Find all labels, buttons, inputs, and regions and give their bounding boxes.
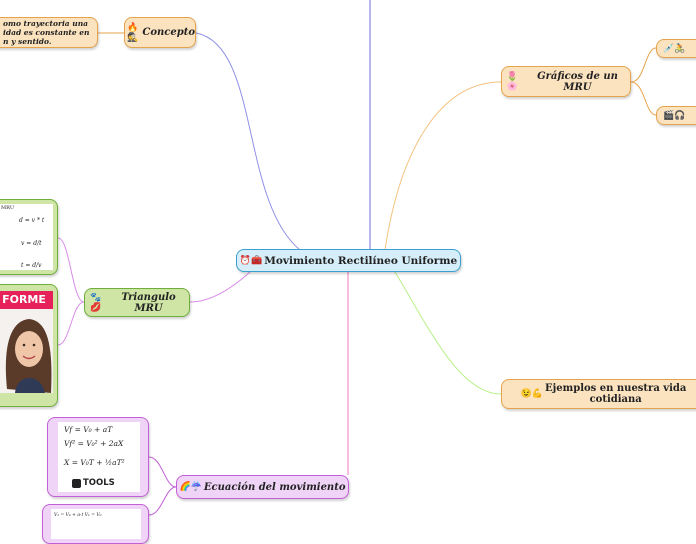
- triangulo-image-formulas[interactable]: MRU d = v * t v = d/t t = d/v: [0, 199, 58, 275]
- graficos-node[interactable]: 🌷🌸 Gráficos de un MRU: [501, 66, 631, 97]
- alarm-clock-icon: ⏰🧰: [239, 255, 263, 266]
- connector-lines: [57, 0, 657, 516]
- triangulo-image-teacher[interactable]: FORME a: [0, 284, 58, 407]
- graficos-label: Gráficos de un MRU: [537, 70, 618, 93]
- teacher-portrait-icon: [0, 309, 53, 393]
- central-topic[interactable]: ⏰🧰 Movimiento Rectilíneo Uniforme: [236, 249, 461, 272]
- central-topic-label: Movimiento Rectilíneo Uniforme: [264, 254, 458, 267]
- concepto-node[interactable]: 🔥🕵 Concepto: [124, 17, 196, 48]
- ecuacion-label: Ecuación del movimiento: [203, 481, 346, 493]
- syringe-bike-icon: 💉🚴: [663, 43, 686, 54]
- ecuacion-node[interactable]: 🌈☔ Ecuación del movimiento: [176, 475, 349, 499]
- ejemplos-label: Ejemplos en nuestra vida cotidiana: [545, 383, 687, 405]
- paws-lips-icon: 🐾💋: [89, 292, 102, 313]
- formula-card: MRU d = v * t v = d/t t = d/v: [0, 204, 53, 270]
- equation-card-2: V₁ = V₀ + a·t V₁ = V₀: [51, 509, 141, 539]
- triangulo-label: Triangulo MRU: [121, 291, 176, 314]
- clapper-headphones-icon: 🎬🎧: [663, 110, 686, 121]
- concepto-label: Concepto: [142, 27, 195, 38]
- concept-note[interactable]: omo trayectoria una idad es constante en…: [0, 17, 98, 48]
- equation-card: Vf = V₀ + aT Vf² = V₀² + 2aX X = V₀T + ½…: [58, 422, 140, 492]
- rainbow-umbrella-icon: 🌈☔: [179, 482, 202, 492]
- tools-logo: TOOLS: [72, 478, 115, 488]
- concept-note-text: omo trayectoria una idad es constante en…: [3, 19, 90, 46]
- photo-banner: FORME: [0, 291, 53, 309]
- graficos-child-2[interactable]: 🎬🎧: [656, 106, 696, 125]
- tools-logo-icon: [72, 478, 81, 488]
- graficos-child-1[interactable]: 💉🚴: [656, 39, 696, 58]
- wink-muscle-icon: 😉💪: [520, 388, 544, 399]
- triangulo-node[interactable]: 🐾💋 Triangulo MRU: [84, 288, 190, 317]
- flower-icon: 🌷🌸: [506, 71, 519, 92]
- ecuacion-image-formulas[interactable]: Vf = V₀ + aT Vf² = V₀² + 2aX X = V₀T + ½…: [47, 417, 149, 497]
- fire-detective-icon: 🔥🕵: [127, 22, 139, 43]
- ecuacion-image-2[interactable]: V₁ = V₀ + a·t V₁ = V₀: [42, 504, 149, 544]
- ejemplos-node[interactable]: 😉💪 Ejemplos en nuestra vida cotidiana: [501, 379, 696, 409]
- teacher-photo: FORME: [0, 291, 53, 393]
